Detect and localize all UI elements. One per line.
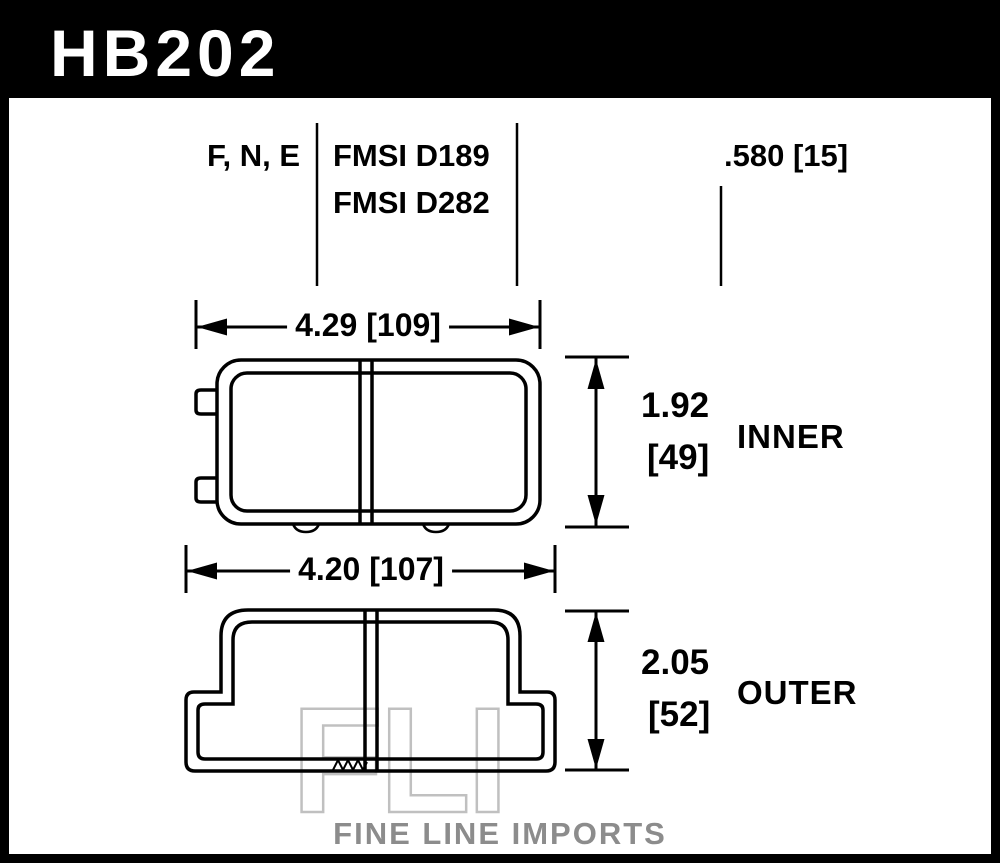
outer-pad-label: OUTER: [737, 674, 858, 711]
inner-pad-height-dimension: [565, 355, 629, 529]
spec-divider-lines: [315, 123, 723, 286]
inner-pad-outline: [194, 358, 542, 534]
inner-pad-width-label: 4.29 [109]: [287, 306, 449, 344]
fmsi-number-2: FMSI D282: [333, 185, 490, 220]
inner-pad-height-mm: [49]: [647, 438, 710, 477]
frame-left-border: [0, 0, 9, 863]
header-bar: HB202: [0, 0, 1000, 98]
frame-right-border: [991, 0, 1000, 863]
pad-thickness: .580 [15]: [724, 138, 849, 173]
part-number: HB202: [50, 16, 281, 90]
inner-pad-height-in: 1.92: [641, 386, 710, 425]
compound-codes: F, N, E: [206, 138, 300, 173]
outer-pad-width-label: 4.20 [107]: [290, 550, 452, 588]
outer-pad-height-dimension: [565, 609, 629, 772]
watermark-company-name: FINE LINE IMPORTS: [333, 816, 667, 851]
outer-pad-outline: [184, 608, 557, 773]
inner-pad-label: INNER: [737, 418, 845, 455]
frame-bottom-border: [0, 854, 1000, 863]
outer-pad-height-in: 2.05: [641, 643, 710, 682]
fmsi-number-1: FMSI D189: [333, 138, 490, 173]
outer-pad-height-mm: [52]: [648, 695, 711, 734]
